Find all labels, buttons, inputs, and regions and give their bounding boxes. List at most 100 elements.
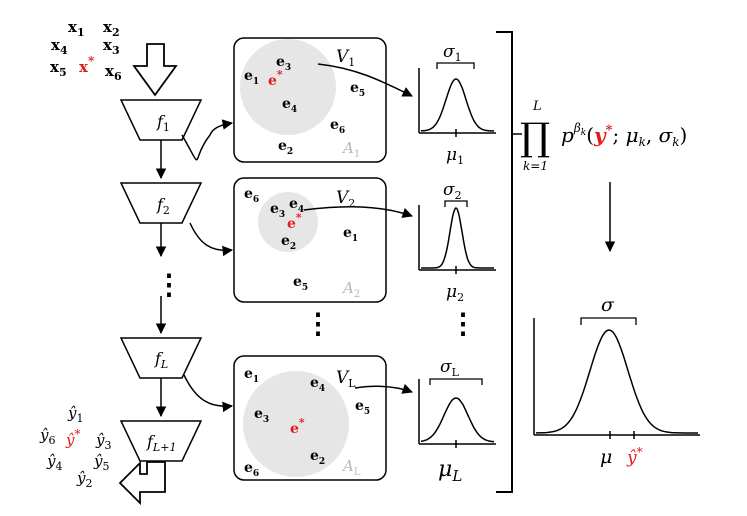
- gaussian-final-mu: μ: [600, 446, 612, 468]
- space-1-e-star: e*: [268, 68, 283, 89]
- space-2-e4: e4: [289, 196, 304, 215]
- space-L-e-star: e*: [290, 416, 305, 437]
- gaussian-2-curve: [421, 207, 494, 269]
- input-x5: x5: [50, 58, 67, 79]
- space-ellipsis: ⋮: [304, 307, 332, 340]
- output-y6: ŷ6: [39, 426, 55, 447]
- output-y-star: ŷ*: [65, 427, 80, 449]
- input-x2: x2: [103, 18, 120, 39]
- space-1-e5: e5: [350, 80, 365, 99]
- layer-f2-label: f2: [156, 195, 170, 217]
- space-L-V: VL: [336, 368, 356, 390]
- space-1-A: A1: [341, 139, 360, 160]
- gaussian-L-curve: [420, 397, 495, 443]
- input-x3: x3: [103, 36, 120, 57]
- output-y4: ŷ4: [46, 452, 62, 473]
- space-L-cluster: [243, 371, 349, 477]
- space-L-e5: e5: [355, 398, 370, 417]
- space-2-to-gauss-arrow: [303, 206, 413, 218]
- space-2: V2 A2 e6 e3 e4 e2 e1 e5 e*: [233, 177, 413, 303]
- formula-upper-limit: L: [532, 99, 542, 114]
- layer-ellipsis: ⋮: [155, 268, 183, 301]
- space-1-e2: e2: [278, 138, 293, 157]
- arrow-f2-space2: [189, 222, 234, 257]
- gaussian-L: σL μL: [418, 357, 496, 485]
- product-formula: L ∏ k=1 pβk(y*; μk, σk): [520, 99, 687, 173]
- input-arrow-icon: [132, 43, 178, 97]
- space-1-e3: e3: [276, 54, 291, 73]
- layer-f2-shape: [119, 182, 203, 224]
- layer-fL1: fL+1: [119, 420, 203, 462]
- layer-fL1-shape: [119, 420, 203, 462]
- output-y3: ŷ3: [95, 431, 111, 452]
- gaussian-final-sigma: σ: [601, 294, 615, 316]
- input-x4: x4: [51, 36, 68, 57]
- gaussian-1-mu: μ1: [446, 145, 464, 167]
- space-2-e2: e2: [281, 233, 296, 252]
- arrow-f1-space1: [181, 119, 234, 161]
- layer-f2: f2: [119, 182, 203, 224]
- space-1-to-gauss-arrow: [317, 63, 413, 97]
- space-L-e6: e6: [244, 460, 259, 479]
- gaussian-L-sigma-bracket: [429, 378, 483, 385]
- space-1-e4: e4: [282, 96, 297, 115]
- space-2-A: A2: [341, 279, 360, 300]
- space-1: V1 A1 e3 e1 e4 e5 e6 e2 e*: [233, 37, 413, 163]
- output-y5: ŷ5: [93, 452, 109, 473]
- space-L: VL AL e1 e4 e3 e5 e2 e6 e*: [233, 355, 413, 481]
- output-arrow-icon: [118, 460, 166, 506]
- gaussian-1-sigma: σ1: [443, 42, 462, 64]
- space-L-e1: e1: [244, 366, 259, 385]
- gauss-ellipsis: ⋮: [449, 307, 477, 340]
- gaussian-1-sigma-bracket: [436, 62, 475, 69]
- space-2-e1: e1: [343, 225, 358, 244]
- gaussian-final-sigma-bracket: [580, 317, 637, 325]
- space-1-e6: e6: [330, 117, 345, 136]
- layer-fL-label: fL: [154, 349, 168, 371]
- space-2-cluster: [258, 192, 318, 252]
- space-L-e4: e4: [310, 375, 325, 394]
- space-2-e5: e5: [293, 274, 308, 293]
- gaussian-final: σ μ ŷ*: [533, 294, 700, 468]
- gaussian-L-sigma: σL: [440, 357, 460, 379]
- space-2-e6: e6: [244, 186, 259, 205]
- gaussian-final-curve: [536, 329, 698, 434]
- gaussian-2-mu: μ2: [446, 282, 464, 304]
- gaussian-1: σ1 μ1: [418, 42, 496, 167]
- formula-lower-limit: k=1: [523, 159, 548, 173]
- space-1-cluster: [240, 39, 336, 135]
- layer-fL1-label: fL+1: [146, 432, 176, 454]
- gaussian-L-mu: μL: [438, 457, 462, 485]
- formula-product-symbol: ∏: [520, 115, 550, 159]
- output-y1: ŷ1: [67, 404, 83, 425]
- layer-f1-shape: [119, 99, 203, 141]
- space-L-A: AL: [341, 457, 361, 478]
- space-2-e-star: e*: [287, 211, 302, 232]
- space-L-e3: e3: [254, 406, 269, 425]
- layer-f1: f1: [119, 99, 203, 141]
- space-2-V: V2: [336, 188, 355, 210]
- gaussian-2-sigma: σ2: [443, 180, 462, 202]
- gaussian-2-sigma-bracket: [444, 200, 468, 207]
- aggregate-bracket: [496, 31, 513, 493]
- arrow-fL-spaceL: [183, 374, 234, 413]
- input-x1: x1: [68, 18, 85, 39]
- output-cluster: ŷ1 ŷ6 ŷ* ŷ3 ŷ4 ŷ5 ŷ2: [39, 404, 111, 490]
- space-L-to-gauss-arrow: [354, 383, 413, 394]
- gaussian-1-curve: [420, 78, 495, 132]
- space-1-V: V1: [336, 47, 355, 69]
- space-2-e3: e3: [270, 201, 285, 220]
- layer-f1-label: f1: [156, 112, 170, 134]
- input-cluster: x1 x2 x4 x3 x5 x* x6: [50, 18, 122, 83]
- formula-body: pβk(y*; μk, σk): [561, 121, 687, 149]
- space-1-e1: e1: [244, 68, 259, 87]
- input-x6: x6: [105, 62, 122, 83]
- layer-fL-shape: [119, 337, 203, 379]
- gaussian-2: σ2 μ2: [418, 180, 496, 304]
- input-x-star: x*: [79, 54, 95, 76]
- output-y2: ŷ2: [76, 469, 92, 490]
- space-L-e2: e2: [310, 448, 325, 467]
- gaussian-final-target: ŷ*: [626, 445, 643, 468]
- layer-fL: fL: [119, 337, 203, 379]
